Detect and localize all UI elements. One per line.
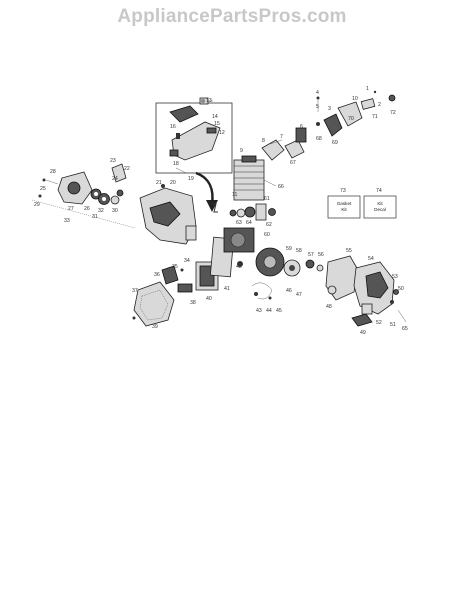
- ignition-flywheel-group: [223, 227, 324, 300]
- part-label-21: 21: [156, 180, 162, 186]
- part-label-8: 8: [262, 138, 265, 144]
- part-label-50: 50: [398, 286, 404, 292]
- part-label-19: 19: [188, 176, 194, 182]
- part-label-18: 18: [173, 161, 179, 167]
- drive-housing-group: [351, 261, 407, 327]
- part-label-14: 14: [212, 114, 218, 120]
- part-label-61: 61: [264, 196, 270, 202]
- part-label-9: 9: [240, 148, 243, 154]
- part-label-29: 29: [34, 202, 40, 208]
- part-label-64: 64: [246, 220, 252, 226]
- svg-text:Kit: Kit: [377, 201, 383, 206]
- part-label-11: 11: [232, 192, 237, 198]
- part-label-31: 31: [92, 214, 98, 220]
- part-label-47: 47: [296, 292, 302, 298]
- fan-housing: [325, 255, 359, 301]
- part-number-labels: 13 14 15 12 16 18 19 28 23 22 24 25 29 2…: [34, 86, 408, 336]
- part-label-25: 25: [40, 186, 46, 192]
- part-label-10: 10: [352, 96, 358, 102]
- part-label-43: 43: [256, 308, 262, 314]
- part-label-57: 57: [308, 252, 314, 258]
- part-label-15: 15: [214, 121, 220, 127]
- part-label-48: 48: [326, 304, 332, 310]
- part-label-44: 44: [266, 308, 272, 314]
- part-label-73: 73: [340, 188, 346, 194]
- part-label-33: 33: [64, 218, 70, 224]
- part-label-70: 70: [348, 116, 354, 122]
- part-label-5: 5: [316, 104, 319, 110]
- part-label-1: 1: [366, 86, 369, 92]
- svg-text:Decal: Decal: [374, 207, 386, 212]
- recoil-starter-group: [31, 163, 136, 229]
- part-label-22: 22: [124, 166, 130, 172]
- muffler-group: [261, 90, 396, 161]
- part-label-41: 41: [224, 286, 230, 292]
- part-label-40: 40: [206, 296, 212, 302]
- part-label-16: 16: [170, 124, 176, 130]
- part-label-55: 55: [346, 248, 352, 254]
- part-label-67: 67: [290, 160, 296, 166]
- part-label-6: 6: [300, 124, 303, 130]
- part-label-12: 12: [219, 130, 225, 136]
- part-label-72: 72: [390, 110, 396, 116]
- part-label-56: 56: [318, 252, 324, 258]
- part-label-59: 59: [286, 246, 292, 252]
- part-label-4: 4: [316, 90, 319, 96]
- decal-kit-box: Kit Decal: [363, 195, 397, 219]
- part-label-60: 60: [264, 232, 270, 238]
- part-label-62: 62: [266, 222, 272, 228]
- part-label-32: 32: [98, 208, 104, 214]
- part-label-28: 28: [50, 169, 56, 175]
- part-label-68: 68: [316, 136, 322, 142]
- part-label-49: 49: [360, 330, 366, 336]
- part-label-37: 37: [132, 288, 138, 294]
- part-label-2: 2: [378, 102, 381, 108]
- part-label-26: 26: [84, 206, 90, 212]
- part-label-24: 24: [112, 176, 118, 182]
- part-label-54: 54: [368, 256, 374, 262]
- inset-assembly-box: [155, 97, 233, 174]
- part-label-45: 45: [276, 308, 282, 314]
- part-label-74: 74: [376, 188, 382, 194]
- part-label-38: 38: [190, 300, 196, 306]
- cylinder-block: [233, 155, 277, 201]
- part-label-71: 71: [372, 114, 378, 120]
- part-label-23: 23: [110, 158, 116, 164]
- part-label-46: 46: [286, 288, 292, 294]
- gasket-kit-box: Gasket Kit: [327, 195, 361, 219]
- part-label-53: 53: [392, 274, 398, 280]
- air-filter-cover-group: [132, 265, 193, 327]
- part-label-65: 65: [402, 326, 408, 332]
- part-label-34: 34: [184, 258, 190, 264]
- part-label-52: 52: [376, 320, 382, 326]
- part-label-20: 20: [170, 180, 176, 186]
- part-label-42: 42: [236, 264, 242, 270]
- part-label-51: 51: [390, 322, 396, 328]
- part-label-63: 63: [236, 220, 242, 226]
- part-label-27: 27: [68, 206, 74, 212]
- part-label-30: 30: [112, 208, 118, 214]
- part-label-69: 69: [332, 140, 338, 146]
- part-label-58: 58: [296, 248, 302, 254]
- part-label-35: 35: [172, 264, 178, 270]
- part-label-13: 13: [206, 98, 212, 104]
- part-label-3: 3: [328, 106, 331, 112]
- watermark-text: AppliancePartsPros.com: [117, 6, 347, 27]
- part-label-7: 7: [280, 134, 283, 140]
- part-label-36: 36: [154, 272, 160, 278]
- svg-text:Gasket: Gasket: [337, 201, 352, 206]
- part-label-66: 66: [278, 184, 284, 190]
- part-label-39: 39: [152, 324, 158, 330]
- svg-text:Kit: Kit: [341, 207, 347, 212]
- engine-housing-group: [139, 184, 218, 245]
